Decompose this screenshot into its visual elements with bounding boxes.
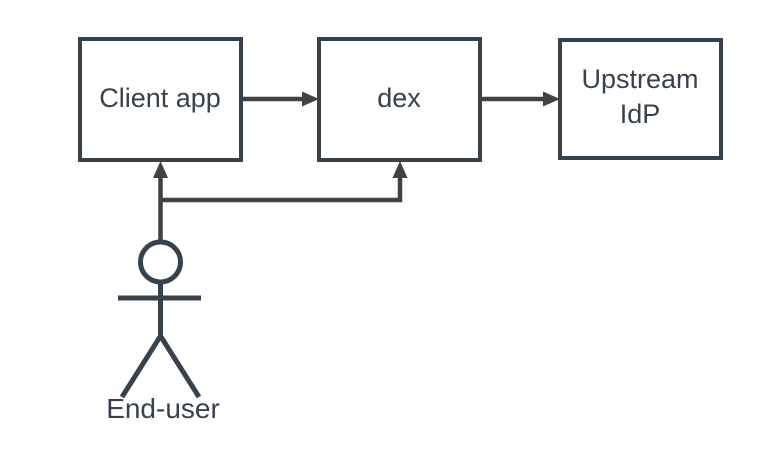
actor-head — [138, 239, 183, 285]
end-user-actor — [118, 239, 202, 399]
edge-clientapp-to-dex — [241, 91, 319, 107]
end-user-label: End-user — [106, 393, 220, 424]
actor-left-leg — [119, 334, 163, 399]
client-app-label: Client app — [99, 83, 221, 113]
upstream-idp-label-line2: IdP — [620, 99, 661, 129]
edge-dex-to-upstreamidp — [480, 91, 560, 107]
client-app-box — [78, 37, 243, 162]
upstream-idp-label-line1: Upstream — [581, 64, 698, 94]
edge-enduser-to-dex — [160, 161, 408, 203]
actor-right-leg — [158, 334, 202, 399]
dex-box — [317, 37, 482, 162]
edge-enduser-to-clientapp — [153, 161, 168, 240]
upstream-idp-box — [558, 38, 723, 160]
dex-label: dex — [377, 83, 421, 113]
